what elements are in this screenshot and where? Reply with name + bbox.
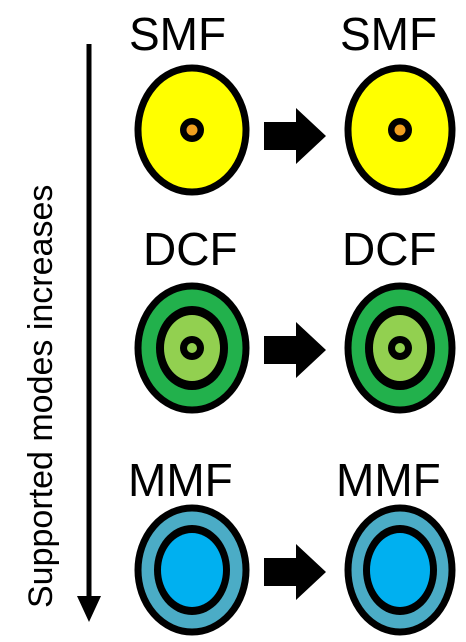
mmf-right-label: MMF [336,454,441,506]
smf-left-fiber-icon [134,64,250,196]
fiber-row-smf: SMF SMF [129,8,456,196]
modes-axis [77,44,101,622]
dcf-right-fiber-icon [344,282,456,414]
mmf-arrow-icon [264,544,326,600]
fiber-row-mmf: MMF MMF [128,454,456,636]
mmf-left-fiber-icon [134,504,250,636]
smf-arrow-icon [264,108,326,164]
mmf-right-fiber-icon [344,504,456,636]
dcf-arrow-icon [264,322,326,378]
dcf-left-label: DCF [143,223,238,275]
modes-axis-label: Supported modes increases [22,185,60,608]
dcf-right-label: DCF [342,223,437,275]
dcf-left-fiber-icon [134,282,250,414]
smf-right-fiber-icon [344,64,456,196]
fiber-row-dcf: DCF DCF [134,223,456,414]
mmf-left-label: MMF [128,454,233,506]
modes-axis-arrowhead [77,596,101,622]
smf-right-label: SMF [340,8,437,60]
smf-left-label: SMF [129,8,226,60]
